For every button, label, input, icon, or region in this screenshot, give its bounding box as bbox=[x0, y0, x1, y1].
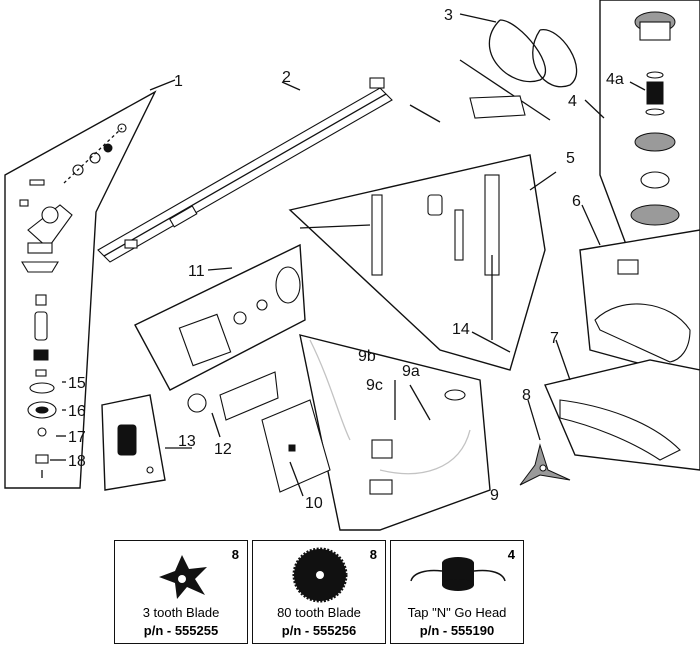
callout-13: 13 bbox=[178, 433, 196, 450]
callout-4a: 4a bbox=[606, 71, 624, 88]
callout-18: 18 bbox=[68, 453, 86, 470]
blade-shield bbox=[544, 339, 700, 471]
clutch-housing-assembly bbox=[134, 243, 306, 391]
callout-labels: 1 2 3 4 4a 5 6 7 8 9 9a 9b 9c 10 11 12 1… bbox=[68, 7, 624, 512]
accessory-name: Tap "N" Go Head bbox=[407, 605, 507, 620]
mounting-plate bbox=[261, 399, 331, 497]
callout-12: 12 bbox=[214, 441, 232, 458]
accessory-part-number: p/n - 555256 bbox=[281, 623, 357, 638]
accessory-number: 4 bbox=[507, 547, 515, 562]
throttle-control-assembly bbox=[288, 154, 557, 371]
trimmer-head-icon bbox=[410, 557, 506, 591]
callout-11: 11 bbox=[188, 263, 205, 280]
callout-7: 7 bbox=[550, 330, 559, 347]
callout-2: 2 bbox=[282, 69, 291, 86]
callout-9b: 9b bbox=[358, 348, 376, 365]
callout-15: 15 bbox=[68, 375, 86, 392]
callout-9a: 9a bbox=[402, 363, 420, 380]
accessory-name: 80 tooth Blade bbox=[277, 605, 361, 620]
callout-1: 1 bbox=[174, 73, 183, 90]
callout-6: 6 bbox=[572, 193, 581, 210]
accessory-card-eighty-tooth-blade: 8 80 tooth Blade p/n - 555256 bbox=[252, 540, 386, 644]
callout-4: 4 bbox=[568, 93, 577, 110]
throttle-trigger-assembly bbox=[101, 394, 192, 491]
callout-14: 14 bbox=[452, 321, 470, 338]
three-tooth-blade-part bbox=[519, 399, 571, 486]
callout-16: 16 bbox=[68, 403, 86, 420]
callout-3: 3 bbox=[444, 7, 453, 24]
accessory-card-trimmer-head: 4 Tap "N" Go Head p/n - 555190 bbox=[390, 540, 524, 644]
drive-shaft-tube bbox=[97, 77, 393, 263]
accessory-part-number: p/n - 555255 bbox=[143, 623, 219, 638]
callout-17: 17 bbox=[68, 429, 86, 446]
spacer-ring bbox=[187, 371, 279, 438]
gear-head-assembly bbox=[4, 79, 176, 489]
three-tooth-blade-icon bbox=[159, 555, 207, 599]
eighty-tooth-blade-icon bbox=[292, 547, 348, 603]
handle-assembly bbox=[299, 334, 491, 531]
accessory-card-three-tooth-blade: 8 3 tooth Blade p/n - 555255 bbox=[114, 540, 248, 644]
callout-9c: 9c bbox=[366, 377, 383, 394]
shoulder-harness bbox=[409, 13, 578, 123]
blade-guard bbox=[579, 204, 700, 381]
accessory-part-number: p/n - 555190 bbox=[419, 623, 495, 638]
accessory-number: 8 bbox=[231, 547, 239, 562]
callout-9: 9 bbox=[490, 487, 499, 504]
accessory-name: 3 tooth Blade bbox=[142, 605, 220, 620]
accessory-number: 8 bbox=[369, 547, 377, 562]
callout-10: 10 bbox=[305, 495, 323, 512]
callout-5: 5 bbox=[566, 150, 575, 167]
callout-8: 8 bbox=[522, 387, 531, 404]
trimmer-head-assembly bbox=[584, 0, 700, 256]
